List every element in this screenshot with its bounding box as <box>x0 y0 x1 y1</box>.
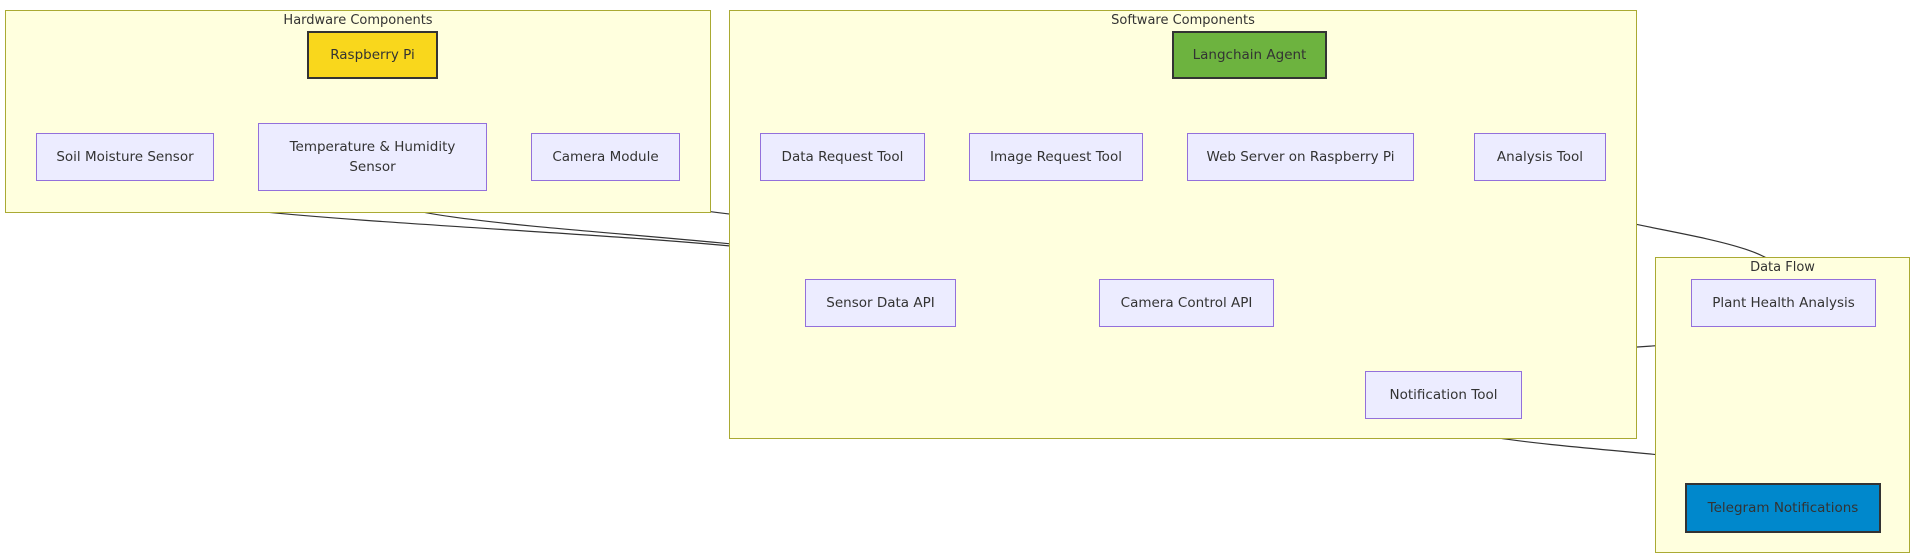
data-request-tool-node[interactable]: Data Request Tool <box>760 133 925 181</box>
temperature-humidity-sensor-label: Temperature & Humidity Sensor <box>289 139 456 175</box>
web-server-label: Web Server on Raspberry Pi <box>1206 149 1395 165</box>
software-cluster: Software Components <box>729 10 1637 439</box>
camera-module-label: Camera Module <box>552 149 659 165</box>
analysis-tool-node[interactable]: Analysis Tool <box>1474 133 1606 181</box>
raspberry-pi-label: Raspberry Pi <box>330 47 415 63</box>
hardware-cluster-title: Hardware Components <box>283 13 433 28</box>
camera-control-api-node[interactable]: Camera Control API <box>1099 279 1274 327</box>
plant-health-analysis-node[interactable]: Plant Health Analysis <box>1691 279 1876 327</box>
dataflow-cluster-title: Data Flow <box>1750 260 1815 275</box>
image-request-tool-label: Image Request Tool <box>990 149 1122 165</box>
telegram-notifications-node[interactable]: Telegram Notifications <box>1685 483 1881 533</box>
langchain-agent-label: Langchain Agent <box>1192 47 1307 63</box>
web-server-node[interactable]: Web Server on Raspberry Pi <box>1187 133 1414 181</box>
soil-moisture-sensor-node[interactable]: Soil Moisture Sensor <box>36 133 214 181</box>
software-cluster-title: Software Components <box>1111 13 1255 28</box>
sensor-data-api-label: Sensor Data API <box>826 295 935 311</box>
camera-module-node[interactable]: Camera Module <box>531 133 680 181</box>
temperature-humidity-sensor-node[interactable]: Temperature & Humidity Sensor <box>258 123 487 191</box>
langchain-agent-node[interactable]: Langchain Agent <box>1172 31 1327 79</box>
camera-control-api-label: Camera Control API <box>1120 295 1253 311</box>
data-request-tool-label: Data Request Tool <box>781 149 904 165</box>
analysis-tool-label: Analysis Tool <box>1496 149 1584 165</box>
telegram-notifications-label: Telegram Notifications <box>1707 500 1859 516</box>
notification-tool-label: Notification Tool <box>1389 387 1498 403</box>
image-request-tool-node[interactable]: Image Request Tool <box>969 133 1143 181</box>
plant-health-analysis-label: Plant Health Analysis <box>1712 295 1855 311</box>
soil-moisture-sensor-label: Soil Moisture Sensor <box>56 149 194 165</box>
notification-tool-node[interactable]: Notification Tool <box>1365 371 1522 419</box>
sensor-data-api-node[interactable]: Sensor Data API <box>805 279 956 327</box>
raspberry-pi-node[interactable]: Raspberry Pi <box>307 31 438 79</box>
